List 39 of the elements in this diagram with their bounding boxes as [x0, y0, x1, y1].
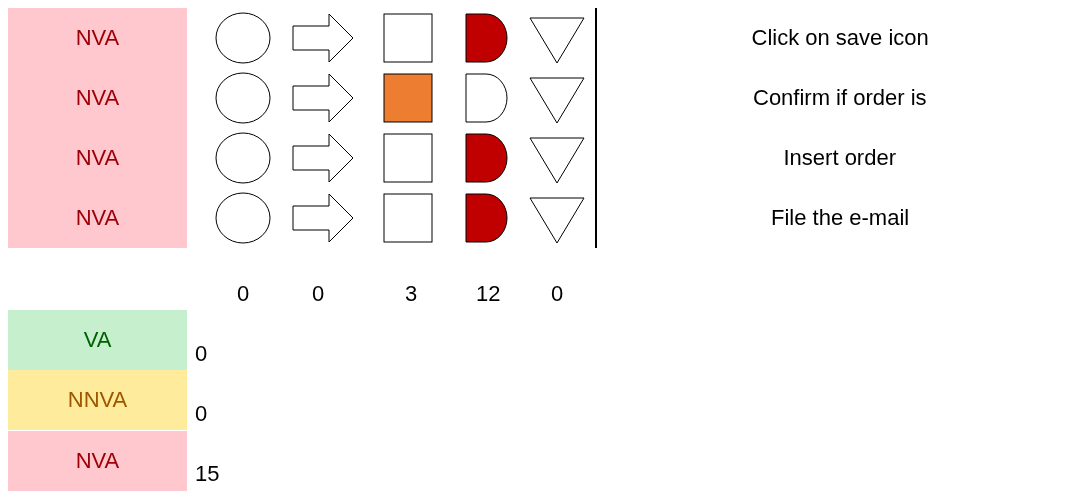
- count-value: 0: [312, 281, 325, 307]
- square-symbol: [383, 13, 433, 63]
- circle-symbol: [215, 72, 271, 124]
- square-symbol: [383, 193, 433, 243]
- task-step: File the e-mail: [771, 205, 910, 231]
- total-value: 0: [195, 341, 208, 367]
- category-band: NVA: [8, 128, 187, 188]
- count-value: 0: [237, 281, 250, 307]
- count-value: 3: [405, 281, 418, 307]
- count-value: 12: [476, 281, 501, 307]
- block-arrow-symbol: [292, 73, 354, 123]
- task-step: Click on save icon: [751, 25, 929, 51]
- d-shape-symbol: [465, 193, 508, 243]
- task-step: Insert order: [783, 145, 896, 171]
- category-band: VA: [8, 310, 187, 370]
- triangle-symbol: [529, 137, 585, 184]
- circle-symbol: [215, 132, 271, 184]
- total-value: 15: [195, 461, 220, 487]
- triangle-symbol: [529, 197, 585, 244]
- square-symbol: [383, 133, 433, 183]
- triangle-symbol: [529, 77, 585, 124]
- square-symbol: [383, 73, 433, 123]
- category-band: NVA: [8, 188, 187, 248]
- category-band: NNVA: [8, 370, 187, 430]
- block-arrow-symbol: [292, 193, 354, 243]
- category-band: NVA: [8, 8, 187, 68]
- circle-symbol: [215, 192, 271, 244]
- block-arrow-symbol: [292, 13, 354, 63]
- circle-symbol: [215, 12, 271, 64]
- category-band: NVA: [8, 431, 187, 491]
- total-value: 0: [195, 401, 208, 427]
- d-shape-symbol: [465, 133, 508, 183]
- category-band: NVA: [8, 68, 187, 128]
- d-shape-symbol: [465, 13, 508, 63]
- d-shape-symbol: [465, 73, 508, 123]
- block-arrow-symbol: [292, 133, 354, 183]
- count-value: 0: [551, 281, 564, 307]
- triangle-symbol: [529, 17, 585, 64]
- task-step: Confirm if order is: [753, 85, 927, 111]
